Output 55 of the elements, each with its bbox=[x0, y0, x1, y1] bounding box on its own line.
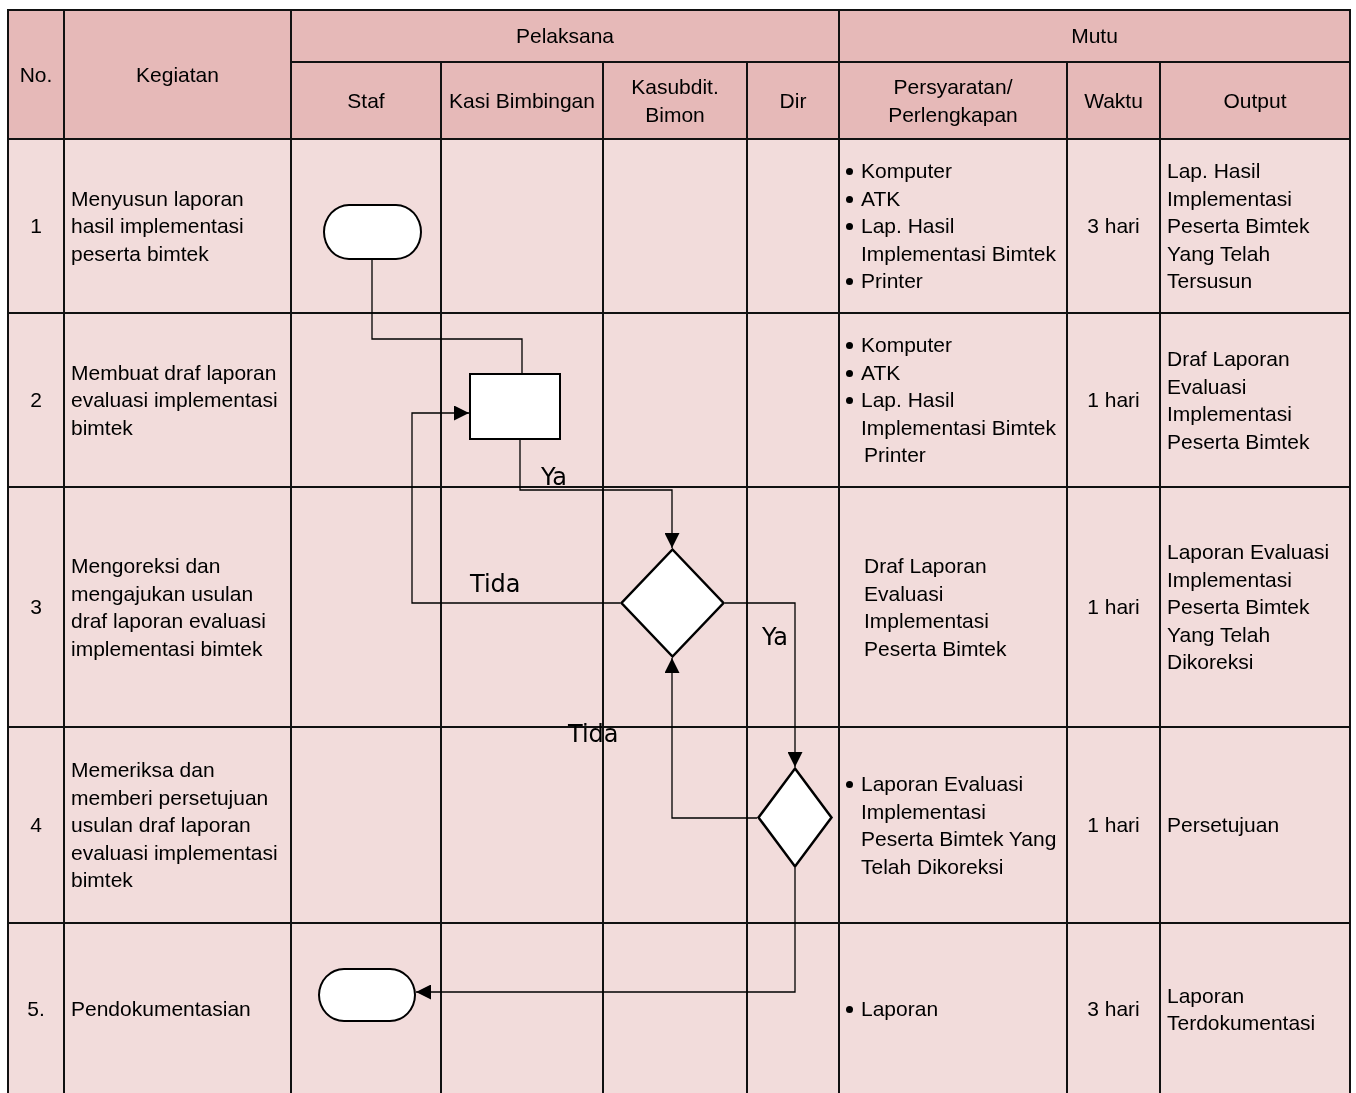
decision-diamond bbox=[620, 548, 725, 658]
edge-label: Tida bbox=[470, 572, 521, 596]
flow-arrow bbox=[519, 439, 680, 549]
requirement-item: Printer bbox=[864, 442, 926, 469]
header-text: Kegiatan bbox=[136, 61, 219, 88]
requirement-item: ATK bbox=[861, 359, 901, 386]
process-box bbox=[469, 373, 561, 440]
activity-text: Memeriksa dan memberi persetujuan usulan draf laporan evaluasi implementasi bimtek bbox=[71, 757, 279, 894]
edge-label: Ya bbox=[541, 465, 568, 489]
edge-label: Ya bbox=[762, 625, 789, 649]
flow-arrow bbox=[664, 657, 758, 819]
requirement-item: Draf Laporan Evaluasi Implementasi Peserta Bimtek bbox=[864, 553, 1008, 662]
requirement-item: Komputer bbox=[861, 158, 953, 185]
activity-text: Membuat draf laporan evaluasi implementasi bimtek bbox=[71, 359, 279, 441]
header-text: Mutu bbox=[1071, 23, 1118, 50]
header-text: Kasi Bimbingan bbox=[449, 87, 595, 114]
requirement-item: Laporan Evaluasi Implementasi Peserta Bimtek Yang Telah Dikoreksi bbox=[861, 771, 1058, 880]
requirement-item: Lap. Hasil Implementasi Bimtek bbox=[861, 213, 1057, 267]
output-text: Laporan Terdokumentasi bbox=[1167, 982, 1317, 1036]
flow-arrow bbox=[724, 602, 803, 768]
requirement-item: Komputer bbox=[861, 332, 953, 359]
terminator-shape bbox=[318, 968, 416, 1022]
header-text: Waktu bbox=[1084, 87, 1143, 114]
activity-text: Mengoreksi dan mengajukan usulan draf laporan evaluasi implementasi bimtek bbox=[71, 553, 267, 662]
activity-text: Pendokumentasian bbox=[71, 996, 252, 1023]
duration-text: 1 hari bbox=[1087, 594, 1140, 621]
output-text: Laporan Evaluasi Implementasi Peserta Bimtek Yang Telah Dikoreksi bbox=[1167, 539, 1331, 676]
duration-text: 1 hari bbox=[1087, 812, 1140, 839]
requirement-item: Printer bbox=[861, 268, 923, 295]
row-number: 3 bbox=[30, 594, 42, 621]
row-number: 1 bbox=[30, 213, 42, 240]
header-text: Dir bbox=[779, 87, 807, 114]
connector-line bbox=[371, 259, 523, 374]
activity-text: Menyusun laporan hasil implementasi peserta bimtek bbox=[71, 185, 245, 267]
requirement-item: Lap. Hasil Implementasi Bimtek bbox=[861, 387, 1057, 441]
header-text: No. bbox=[19, 61, 53, 88]
duration-text: 3 hari bbox=[1087, 213, 1140, 240]
header-text: Kasubdit. Bimon bbox=[630, 74, 720, 128]
requirement-item: Laporan bbox=[861, 996, 939, 1023]
requirement-item: ATK bbox=[861, 185, 901, 212]
output-text: Persetujuan bbox=[1167, 812, 1281, 839]
duration-text: 3 hari bbox=[1087, 996, 1140, 1023]
row-number: 4 bbox=[30, 812, 42, 839]
output-text: Draf Laporan Evaluasi Implementasi Peserta Bimtek bbox=[1167, 346, 1311, 455]
header-text: Output bbox=[1223, 87, 1287, 114]
header-text: Persyaratan/ Perlengkapan bbox=[887, 74, 1019, 128]
header-text: Pelaksana bbox=[515, 23, 615, 50]
decision-diamond bbox=[757, 767, 833, 868]
flow-arrow bbox=[415, 867, 796, 1000]
output-text: Lap. Hasil Implementasi Peserta Bimtek Yang Telah Tersusun bbox=[1167, 158, 1311, 295]
flow-arrow bbox=[411, 405, 621, 604]
duration-text: 1 hari bbox=[1087, 387, 1140, 414]
header-text: Staf bbox=[347, 87, 385, 114]
row-number: 5. bbox=[27, 996, 45, 1023]
row-number: 2 bbox=[30, 387, 42, 414]
